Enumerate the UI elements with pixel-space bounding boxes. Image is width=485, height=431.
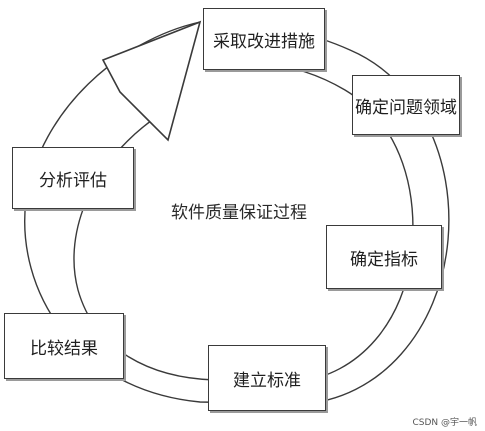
step-box-determine-metrics: 确定指标 [326, 225, 442, 289]
step-label: 确定指标 [350, 249, 418, 270]
step-box-compare-results: 比较结果 [4, 313, 124, 379]
step-label: 采取改进措施 [213, 31, 315, 52]
cycle-band-inner-edge [73, 63, 414, 383]
cycle-arrow-head [101, 20, 202, 142]
step-label: 分析评估 [39, 170, 107, 191]
step-box-analyze-evaluate: 分析评估 [12, 147, 134, 209]
step-label: 比较结果 [30, 338, 98, 359]
step-box-identify-problem-area: 确定问题领域 [352, 75, 460, 135]
step-box-establish-standards: 建立标准 [208, 345, 326, 411]
cycle-center-title: 软件质量保证过程 [171, 203, 307, 223]
step-label: 确定问题领域 [355, 97, 457, 118]
source-watermark: CSDN @宇一帆 [412, 418, 477, 428]
step-box-take-improvement-measures: 采取改进措施 [203, 8, 325, 70]
step-label: 建立标准 [233, 370, 301, 391]
